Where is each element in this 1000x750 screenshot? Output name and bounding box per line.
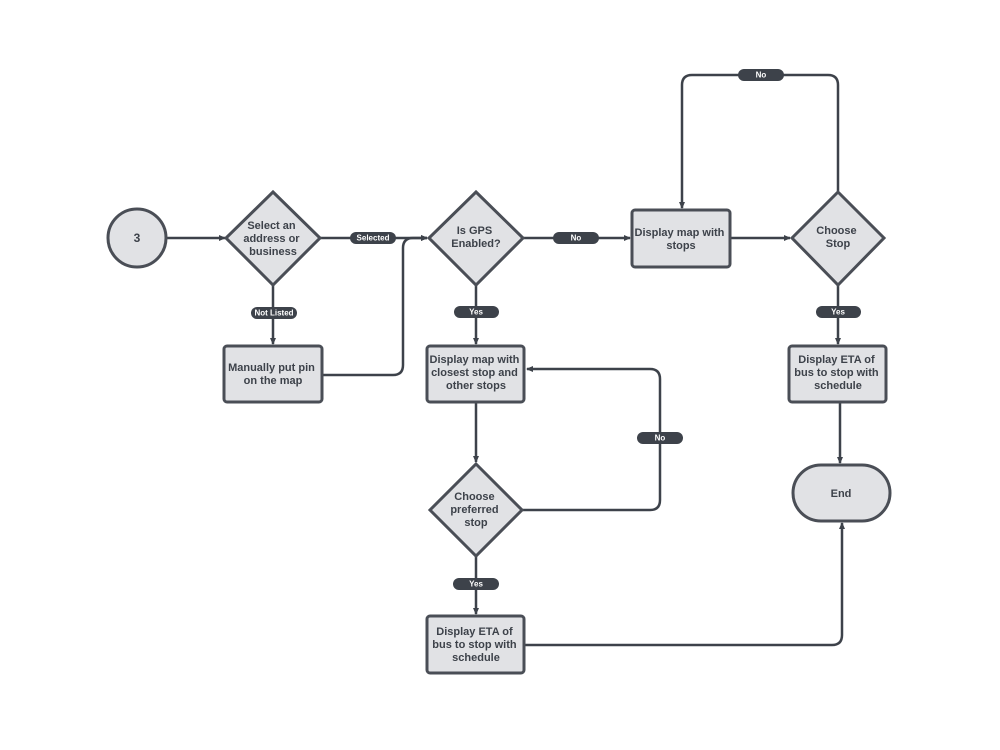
edge-label-selected: Selected xyxy=(350,232,396,244)
terminal-end: End xyxy=(791,463,892,523)
svg-text:Yes: Yes xyxy=(469,580,483,589)
decision-select-address: Select an address or business xyxy=(223,189,323,288)
edge-label-gps-yes: Yes xyxy=(454,306,499,318)
decision-gps-enabled: Is GPS Enabled? xyxy=(426,189,526,288)
svg-text:Is GPS Enabled?: Is GPS Enabled? xyxy=(451,225,501,250)
svg-text:Display map with closest: Display map with closest stop and other … xyxy=(430,354,523,392)
edge-label-preferred-yes: Yes xyxy=(453,578,499,590)
svg-text:No: No xyxy=(756,71,767,80)
svg-text:Yes: Yes xyxy=(469,308,483,317)
edge-label-preferred-no: No xyxy=(637,432,683,444)
svg-text:Selected: Selected xyxy=(357,234,390,243)
edge-eta-left-to-end xyxy=(525,522,845,647)
svg-text:Display map with stops: Display map with stops xyxy=(635,227,728,252)
svg-text:Not Listed: Not Listed xyxy=(254,309,293,318)
svg-text:Select an address or: Select an address or business xyxy=(243,220,302,258)
svg-text:Choose preferred s: Choose preferred stop xyxy=(450,491,501,529)
svg-text:3: 3 xyxy=(134,231,141,245)
svg-text:Display ETA of bus to st: Display ETA of bus to stop with schedule xyxy=(432,626,519,664)
process-eta-left: Display ETA of bus to stop with schedule xyxy=(425,614,526,675)
svg-text:No: No xyxy=(571,234,582,243)
node-start: 3 xyxy=(106,207,168,269)
edge-label-choose-stop-yes: Yes xyxy=(816,306,861,318)
svg-text:No: No xyxy=(655,434,666,443)
svg-text:End: End xyxy=(831,488,852,500)
process-display-map-closest: Display map with closest stop and other … xyxy=(425,344,526,404)
svg-text:Display ETA of bus to st: Display ETA of bus to stop with schedule xyxy=(794,354,881,392)
svg-text:Manually put pin on the: Manually put pin on the map xyxy=(228,362,318,387)
edge-label-not-listed: Not Listed xyxy=(251,307,297,319)
edge-choose-stop-loop-no xyxy=(679,73,840,209)
decision-choose-preferred: Choose preferred stop xyxy=(427,461,525,559)
process-manual-pin: Manually put pin on the map xyxy=(222,344,324,404)
process-eta-right: Display ETA of bus to stop with schedule xyxy=(787,344,888,404)
svg-text:Choose Stop: Choose Stop xyxy=(816,225,859,250)
decision-choose-stop: Choose Stop xyxy=(789,189,887,288)
edge-manual-to-gps xyxy=(323,235,428,377)
svg-text:Yes: Yes xyxy=(831,308,845,317)
edge-label-choose-stop-no: No xyxy=(738,69,784,81)
edge-label-gps-no: No xyxy=(553,232,599,244)
process-display-map-stops: Display map with stops xyxy=(630,208,732,269)
